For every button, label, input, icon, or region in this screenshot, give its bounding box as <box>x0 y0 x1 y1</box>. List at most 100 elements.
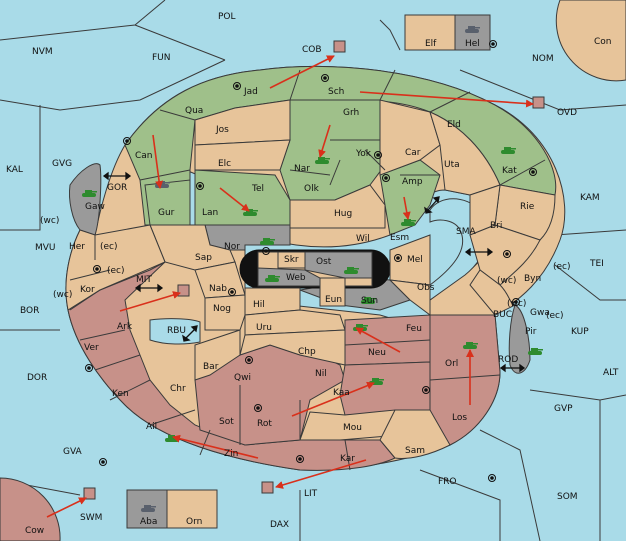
label-aba: Aba <box>140 517 157 527</box>
territory-uta[interactable] <box>429 111 501 196</box>
label-qua: Qua <box>185 106 203 116</box>
move-arrow <box>119 291 181 312</box>
label-gor: GOR <box>107 183 127 193</box>
label-tel: Tel <box>251 184 264 194</box>
passage-rod <box>499 363 526 373</box>
convoy-box <box>83 487 96 500</box>
label-rbu: RBU <box>167 326 186 336</box>
label-dax: DAX <box>270 520 289 530</box>
label-rod: ROD <box>498 355 518 365</box>
territory-kaa[interactable] <box>339 361 431 416</box>
label-skr: Skr <box>284 255 299 265</box>
supply-center-marker <box>489 40 497 48</box>
label-rot: Rot <box>257 419 272 429</box>
supply-center-marker <box>321 74 329 82</box>
supply-center-marker <box>529 168 537 176</box>
label-dor: DOR <box>27 373 47 383</box>
passage-rbu <box>182 325 198 342</box>
label-elc: Elc <box>218 159 231 169</box>
move-arrow <box>172 434 259 459</box>
label-zin: Zin <box>224 449 238 459</box>
label-cob: COB <box>302 45 322 55</box>
label-elf: Elf <box>425 39 437 49</box>
label-som: SOM <box>557 492 578 502</box>
passage-gor <box>102 171 132 181</box>
territory-gwa[interactable] <box>469 269 516 316</box>
territory-nog[interactable] <box>204 294 246 331</box>
coast-gwa-wc: (wc) <box>507 299 526 309</box>
label-chr: Chr <box>170 384 186 394</box>
passage-esm <box>424 196 440 214</box>
label-ken: Ken <box>112 389 129 399</box>
territory-elf[interactable] <box>404 14 456 51</box>
label-uru: Uru <box>256 323 272 333</box>
label-kor: Kor <box>80 285 95 295</box>
move-arrow <box>46 497 87 518</box>
territory-con[interactable] <box>555 0 626 82</box>
territory-uru[interactable] <box>244 309 346 336</box>
sea-rbu-inlet <box>149 318 201 345</box>
territory-sam[interactable] <box>379 409 451 459</box>
supply-center-marker <box>296 455 304 463</box>
coast-kor-ec: (ec) <box>107 266 125 276</box>
label-sun: Sun <box>361 296 378 306</box>
label-gva: GVA <box>63 447 83 457</box>
label-can: Can <box>135 151 153 161</box>
label-chp: Chp <box>298 347 316 357</box>
passage-mit <box>134 283 164 293</box>
label-mit: MIT <box>136 275 152 285</box>
label-nor: Nor <box>224 242 240 252</box>
coast-her-ec: (ec) <box>100 242 118 252</box>
label-mvu: MVU <box>35 243 56 253</box>
label-jad: Jad <box>243 87 258 97</box>
label-nil: Nil <box>315 369 327 379</box>
territory-gaw[interactable] <box>69 163 102 236</box>
supply-center-marker <box>374 151 382 159</box>
supply-center-marker <box>422 386 430 394</box>
label-lan: Lan <box>202 208 218 218</box>
territory-elc[interactable] <box>194 139 291 171</box>
move-arrow <box>291 381 375 417</box>
territory-eun[interactable] <box>319 277 346 307</box>
supply-center-marker <box>262 247 270 255</box>
territory-bar[interactable] <box>194 329 241 381</box>
move-arrow <box>219 187 250 212</box>
territory-orn[interactable] <box>166 489 218 529</box>
label-yok: Yok <box>355 149 372 159</box>
territory-sap[interactable] <box>149 224 236 271</box>
label-ark: Ark <box>117 322 133 332</box>
label-ost: Ost <box>316 257 332 267</box>
convoy-box <box>177 284 190 297</box>
label-kaa: Kaa <box>333 388 350 398</box>
territory-her-kor[interactable] <box>65 224 166 311</box>
coast-byn-wc: (wc) <box>497 276 516 286</box>
territory-pir[interactable] <box>508 304 531 374</box>
label-hil: Hil <box>253 300 265 310</box>
label-hug: Hug <box>334 209 352 219</box>
supply-center-marker <box>93 265 101 273</box>
label-eld: Eld <box>447 120 461 130</box>
label-sam: Sam <box>405 446 425 456</box>
label-hel: Hel <box>465 39 480 49</box>
passages <box>102 171 526 373</box>
label-sot: Sot <box>219 417 234 427</box>
label-pir: Pir <box>525 327 537 337</box>
label-feu: Feu <box>406 324 422 334</box>
label-obs: Obs <box>417 283 435 293</box>
label-nom: NOM <box>532 54 554 64</box>
label-ovd: OVD <box>557 108 577 118</box>
label-gvg: GVG <box>52 159 72 169</box>
convoy-box <box>333 40 346 53</box>
territory-jos[interactable] <box>194 99 291 146</box>
move-arrows <box>46 55 534 518</box>
territory-cow[interactable] <box>0 477 61 541</box>
move-arrow <box>318 124 331 158</box>
coast-labels: (wc) (ec) (ec) (wc) (wc) (ec) (wc) (ec) <box>40 216 571 321</box>
units <box>82 26 545 512</box>
territory-car[interactable] <box>379 99 441 176</box>
label-byn: Byn <box>524 274 541 284</box>
label-bor: BOR <box>20 306 39 316</box>
